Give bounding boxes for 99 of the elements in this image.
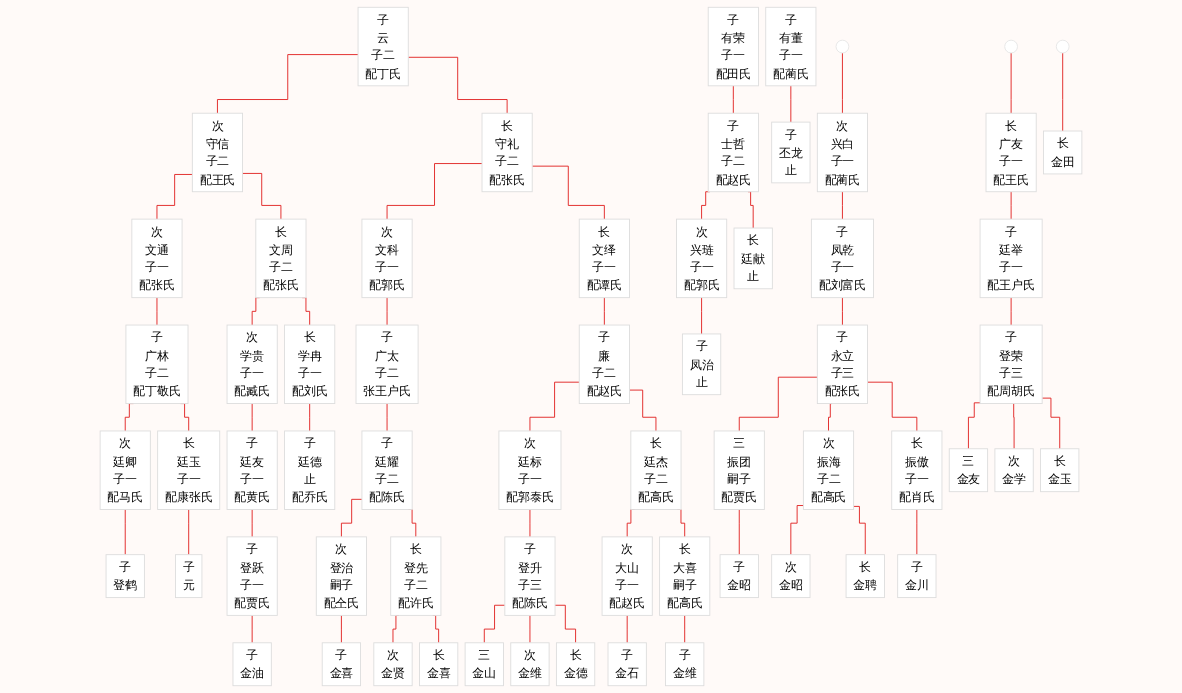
node-box	[1040, 448, 1080, 493]
node-box	[226, 324, 278, 405]
node-box	[498, 430, 562, 510]
node-box	[665, 642, 705, 687]
node-box	[816, 324, 868, 405]
node-box	[985, 112, 1037, 193]
connector	[853, 505, 866, 556]
node-box	[481, 112, 533, 193]
node-box	[361, 430, 413, 510]
connector	[916, 509, 918, 556]
connector	[188, 509, 190, 556]
connector	[483, 604, 506, 644]
connector	[841, 297, 843, 326]
connector	[790, 85, 792, 123]
node-box	[419, 642, 459, 687]
node-box	[810, 218, 874, 299]
connector	[732, 85, 734, 114]
connector	[603, 297, 605, 326]
connector	[790, 505, 804, 556]
node-box	[578, 218, 630, 299]
connector	[1062, 52, 1064, 132]
node-box	[897, 554, 937, 599]
connector	[554, 604, 577, 644]
node-box	[175, 554, 203, 599]
connector	[684, 614, 686, 644]
node-box	[255, 218, 307, 299]
connector	[156, 174, 193, 220]
connector	[340, 614, 342, 644]
connector	[738, 509, 740, 556]
node-box	[390, 536, 442, 616]
node-box	[765, 6, 817, 87]
node-box	[510, 642, 550, 687]
node-box	[284, 324, 336, 405]
node-box	[733, 227, 773, 290]
node-box	[226, 536, 278, 616]
node-box	[845, 554, 885, 599]
connector	[529, 381, 580, 432]
node-box	[504, 536, 556, 616]
connector	[309, 403, 311, 432]
node-box	[659, 536, 711, 616]
connector	[629, 389, 657, 432]
node-box	[357, 6, 409, 87]
node-box	[719, 554, 759, 599]
connector	[867, 381, 918, 432]
node-box	[948, 448, 989, 493]
node-box	[891, 430, 943, 510]
node-box	[1043, 130, 1083, 175]
node-box	[771, 121, 811, 184]
node-box	[802, 430, 855, 510]
node-box	[105, 554, 145, 599]
node-box	[321, 642, 362, 687]
node-box	[979, 324, 1043, 405]
connector	[828, 403, 833, 432]
node-box	[578, 324, 630, 405]
node-box	[232, 642, 272, 687]
node-box	[601, 536, 653, 616]
node-box	[191, 112, 243, 193]
node-box	[157, 430, 221, 510]
connector	[967, 402, 981, 450]
node-box	[284, 430, 336, 510]
node-box	[315, 536, 367, 616]
node-box	[131, 218, 183, 299]
connector	[217, 54, 359, 114]
node-box	[630, 430, 682, 510]
connector	[1041, 397, 1061, 450]
connector	[747, 191, 754, 229]
node-box	[355, 324, 419, 405]
connector	[841, 52, 843, 114]
node-box	[99, 430, 151, 510]
node-box	[681, 333, 722, 396]
node-box	[125, 324, 189, 405]
node-box	[816, 112, 868, 193]
connector	[531, 165, 605, 220]
node-box	[994, 448, 1034, 493]
connector	[340, 498, 363, 538]
connector	[626, 614, 628, 644]
connector	[432, 614, 440, 644]
node-box	[771, 554, 811, 599]
connector	[407, 56, 508, 114]
connector	[392, 614, 400, 644]
connector	[386, 163, 483, 220]
connector	[738, 376, 818, 432]
connector	[701, 297, 703, 335]
node-box	[464, 642, 504, 687]
node-box	[713, 430, 765, 510]
connector	[242, 172, 282, 220]
node-box	[707, 6, 759, 87]
node-box	[373, 642, 413, 687]
connector	[1012, 403, 1015, 450]
node-box	[555, 642, 596, 687]
node-box	[707, 112, 759, 193]
node-box	[979, 218, 1043, 299]
node-box	[607, 642, 647, 687]
node-box	[676, 218, 728, 299]
connector	[124, 509, 126, 556]
connector	[701, 191, 711, 220]
connector	[841, 191, 843, 220]
node-box	[226, 430, 278, 510]
node-box	[361, 218, 413, 299]
